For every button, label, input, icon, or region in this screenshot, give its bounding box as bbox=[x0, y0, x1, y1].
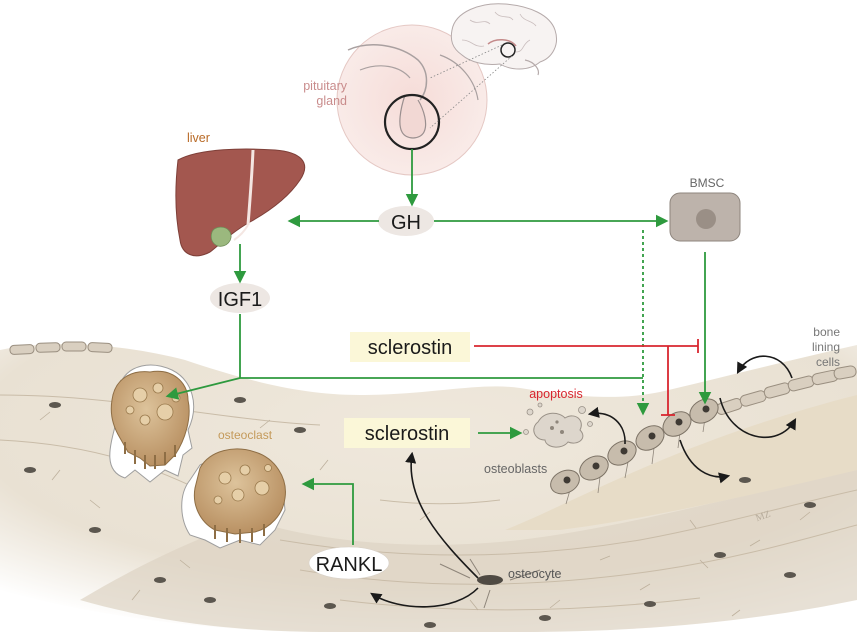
sclerostin-label-mid: sclerostin bbox=[365, 423, 449, 445]
rankl-label: RANKL bbox=[316, 554, 383, 576]
bone-lining-label-line1: bone bbox=[813, 325, 840, 339]
bmsc-label: BMSC bbox=[690, 176, 725, 190]
pituitary-gland-label-line2: gland bbox=[316, 94, 347, 108]
osteoblasts-label: osteoblasts bbox=[484, 462, 547, 476]
osteoclast-label: osteoclast bbox=[218, 428, 273, 442]
igf1-label: IGF1 bbox=[218, 289, 262, 311]
liver-label: liver bbox=[187, 131, 210, 145]
liver-illustration bbox=[176, 149, 305, 256]
bone-lining-label-line2: lining bbox=[812, 340, 840, 354]
bmsc-cell bbox=[670, 193, 740, 241]
pituitary-gland-label-line1: pituitary bbox=[303, 79, 348, 93]
sclerostin-label-top: sclerostin bbox=[368, 337, 452, 359]
osteocyte-label: osteocyte bbox=[508, 567, 562, 581]
osteoclast-cell-upper bbox=[110, 365, 194, 482]
gh-label: GH bbox=[391, 212, 421, 234]
apoptosis-label: apoptosis bbox=[529, 387, 583, 401]
bone-lining-label-line3: cells bbox=[816, 355, 840, 369]
